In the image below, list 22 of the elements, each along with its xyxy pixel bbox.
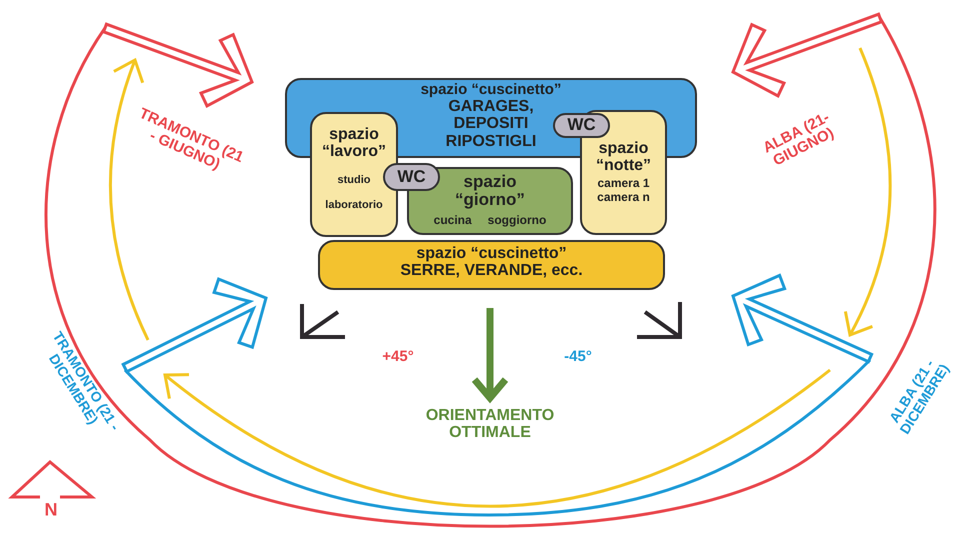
room-label: cucina xyxy=(434,214,472,227)
wc-box xyxy=(383,163,440,191)
zone-title: spazio “lavoro” xyxy=(320,126,387,161)
room-label: WC xyxy=(397,168,426,186)
angle-label: -45° xyxy=(563,349,593,365)
zone-box xyxy=(318,240,665,290)
zone-title: spazio “giorno” xyxy=(455,173,525,210)
zone-title: spazio “cuscinetto” xyxy=(420,82,562,98)
zone-subtitle: GARAGES, DEPOSITI RIPOSTIGLI xyxy=(444,98,538,150)
zone-title: spazio “cuscinetto” xyxy=(416,245,567,262)
room-label: studio xyxy=(338,174,370,186)
room-label: laboratorio xyxy=(325,200,383,212)
north-label: N xyxy=(44,500,58,520)
zone-subtitle: SERRE, VERANDE, ecc. xyxy=(400,262,583,280)
zone-box xyxy=(310,112,398,237)
room-label: soggiorno xyxy=(488,214,546,227)
zone-title: spazio “notte” xyxy=(594,140,652,175)
angle-label: +45° xyxy=(381,349,415,365)
orientation-label: ORIENTAMENTO OTTIMALE xyxy=(424,408,556,442)
room-label: WC xyxy=(567,116,596,134)
room-label: camera n xyxy=(596,191,651,204)
room-label: camera 1 xyxy=(596,176,651,190)
